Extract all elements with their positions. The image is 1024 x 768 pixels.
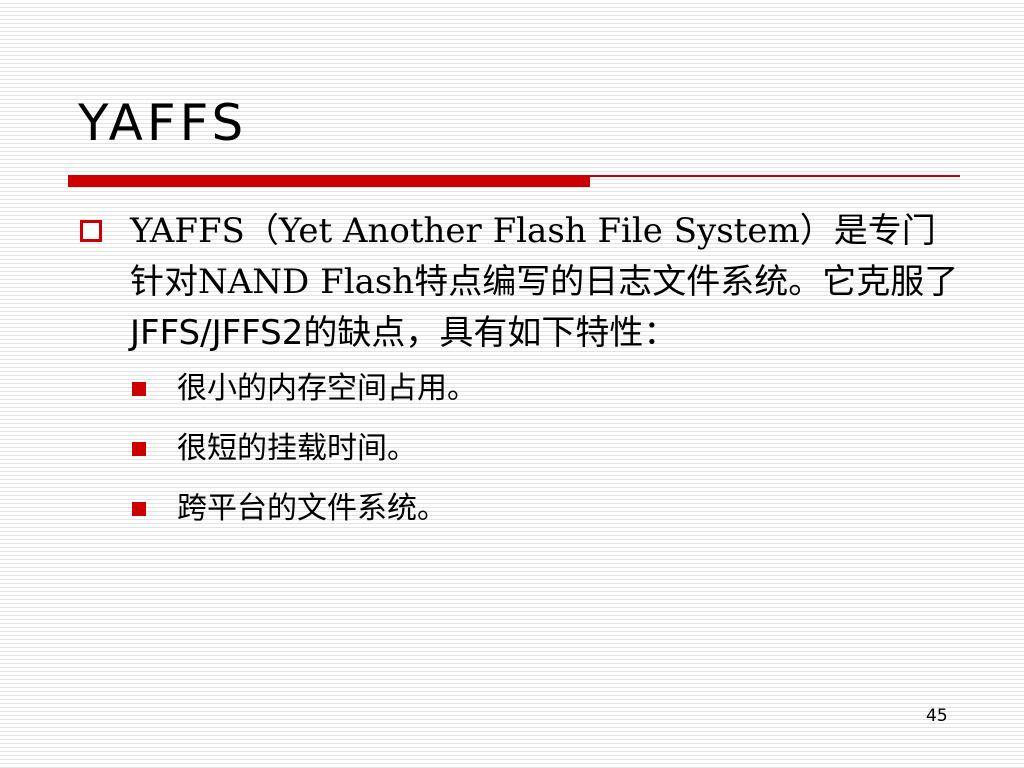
sub-bullet: 很短的挂载时间。 xyxy=(80,429,950,469)
hollow-square-bullet-icon xyxy=(80,220,102,242)
filled-square-bullet-icon xyxy=(132,502,146,516)
sub-bullet-list: 很小的内存空间占用。 很短的挂载时间。 跨平台的文件系统。 xyxy=(80,369,950,529)
sub-bullet-text: 很小的内存空间占用。 xyxy=(177,371,477,406)
filled-square-bullet-icon xyxy=(132,442,146,456)
main-bullet: YAFFS（Yet Another Flash File System）是专门针… xyxy=(80,206,960,359)
title-underline-thick xyxy=(68,175,590,187)
sub-bullet-text: 跨平台的文件系统。 xyxy=(177,491,447,526)
title-underline-thin xyxy=(590,175,960,177)
slide-title: YAFFS xyxy=(78,94,248,152)
main-bullet-text-2: JFFS/JFFS2 xyxy=(130,313,304,353)
page-number: 45 xyxy=(926,706,948,726)
slide-content: YAFFS（Yet Another Flash File System）是专门针… xyxy=(80,206,958,529)
sub-bullet-text: 很短的挂载时间。 xyxy=(177,431,417,466)
sub-bullet: 很小的内存空间占用。 xyxy=(80,369,950,409)
filled-square-bullet-icon xyxy=(132,382,146,396)
main-bullet-text-3: 的缺点，具有如下特性： xyxy=(303,313,678,353)
sub-bullet: 跨平台的文件系统。 xyxy=(80,489,950,529)
main-bullet-text-1: YAFFS（Yet Another Flash File System）是专门针… xyxy=(130,211,959,302)
